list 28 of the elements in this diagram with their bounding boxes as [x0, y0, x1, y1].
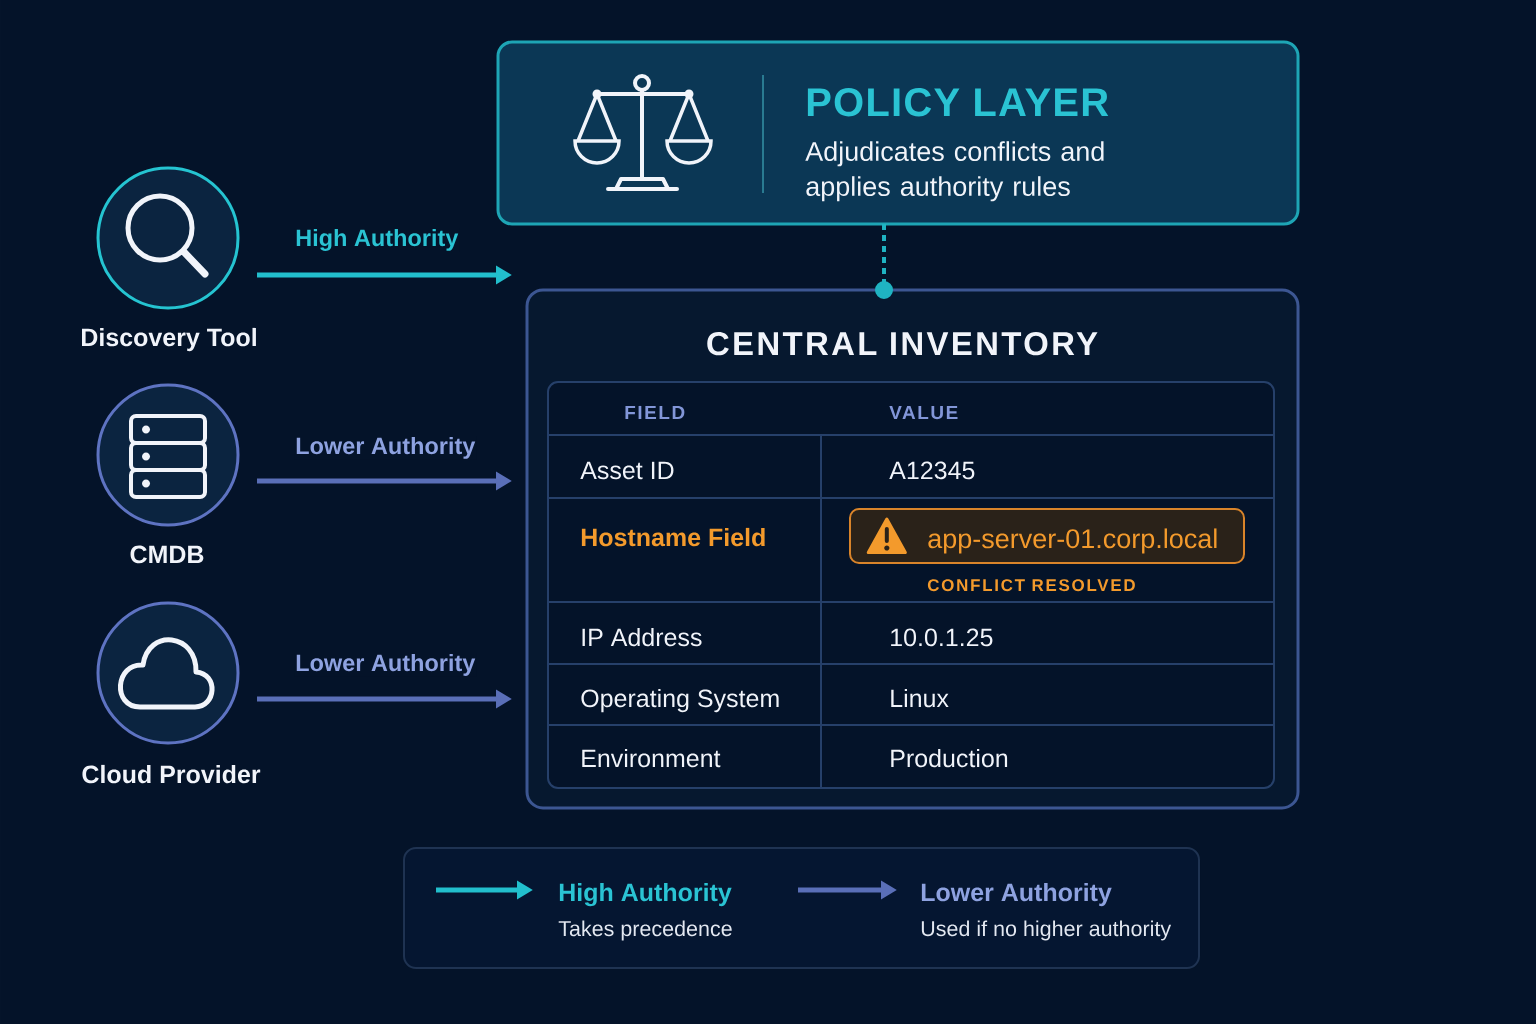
edge-label: Lower Authority — [294, 652, 477, 677]
table-cell: Asset ID — [580, 461, 674, 480]
legend-label: High Authority — [559, 882, 732, 907]
table-cell: 10.0.1.25 — [891, 628, 993, 647]
panel-text: Adjudicates conflicts and applies authority rules — [805, 141, 1104, 202]
table-cell: Production — [891, 748, 1008, 768]
panel-title: POLICY LAYER — [807, 88, 1109, 117]
source-label: CMDB — [130, 545, 204, 564]
source-label: Discovery Tool — [82, 327, 256, 352]
source-label: Cloud Provider — [82, 764, 261, 784]
status-label: CONFLICT RESOLVED — [927, 579, 1135, 592]
table-cell: Linux — [891, 688, 949, 708]
table-cell: A12345 — [889, 461, 975, 480]
edge-label: Lower Authority — [294, 435, 477, 460]
legend-note: Takes precedence — [558, 920, 732, 941]
table-cell: Operating System — [581, 688, 779, 713]
badge-text: app-server-01.corp.local — [928, 528, 1217, 554]
legend-label: Lower Authority — [921, 882, 1112, 907]
panel-title: CENTRAL INVENTORY — [707, 331, 1098, 356]
dashed-connector — [875, 224, 893, 299]
table-cell: Environment — [582, 748, 721, 768]
legend-note: Used if no higher authority — [921, 920, 1172, 941]
policy-box — [496, 40, 1300, 226]
edge-label: High Authority — [294, 227, 460, 252]
table-cell: Hostname Field — [581, 527, 765, 547]
table-cell: IP Address — [582, 627, 702, 647]
table-header: VALUE — [889, 405, 958, 420]
table-header: FIELD — [625, 405, 685, 419]
